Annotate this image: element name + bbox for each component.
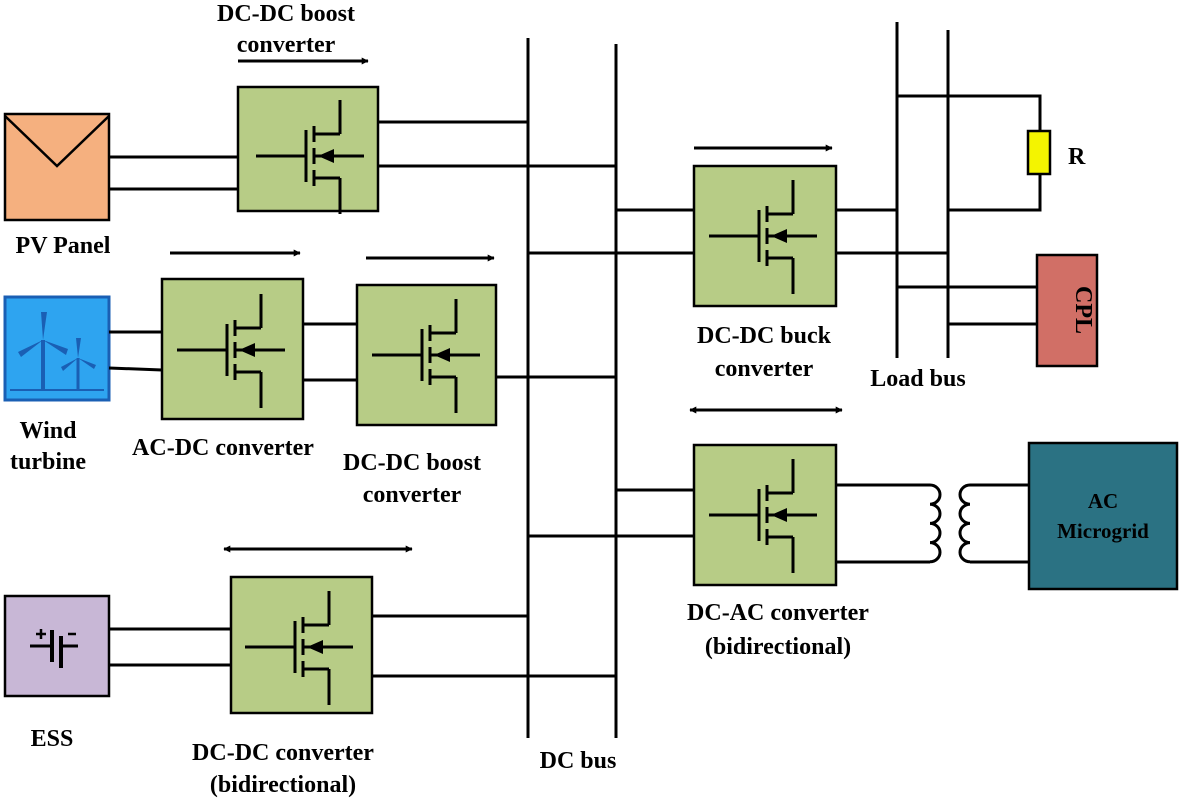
pv-panel — [3, 112, 111, 222]
dc-ac-converter — [692, 443, 838, 587]
transformer-primary-coil — [929, 483, 942, 564]
microgrid-label-line1: AC — [1088, 489, 1118, 513]
pv-boost-label-line2: converter — [237, 32, 336, 58]
pv-boost-label-line1: DC-DC boost — [217, 1, 355, 27]
turbine-small-icon — [61, 338, 96, 390]
dc-dc-buck-converter — [692, 164, 838, 308]
transformer-secondary-coil — [958, 483, 971, 564]
wind-boost-converter — [355, 283, 498, 427]
wind-turbine-label-line2: turbine — [10, 449, 86, 475]
cpl-load — [1035, 253, 1099, 368]
wind-boost-label-line1: DC-DC boost — [343, 450, 481, 476]
ess-label: ESS — [31, 726, 74, 752]
dc-ac-label-line2: (bidirectional) — [705, 634, 851, 660]
wind-turbine-label-line1: Wind — [20, 418, 78, 444]
wind-turbine — [3, 295, 111, 402]
dc-ac-label-line1: DC-AC converter — [687, 600, 869, 626]
ac-microgrid — [1027, 441, 1179, 591]
cpl-label: CPL — [1070, 286, 1096, 334]
microgrid-label-line2: Microgrid — [1057, 519, 1149, 543]
ac-dc-converter — [160, 277, 305, 421]
ess-converter-label-line1: DC-DC converter — [192, 740, 374, 766]
ess-bidirectional-converter — [229, 575, 374, 715]
pv-panel-label: PV Panel — [16, 233, 111, 259]
battery-icon — [30, 629, 78, 668]
ac-dc-label: AC-DC converter — [132, 435, 314, 461]
buck-label-line1: DC-DC buck — [697, 323, 832, 349]
pv-boost-converter — [236, 85, 380, 216]
ess-battery — [3, 594, 111, 698]
turbine-large-icon — [18, 312, 68, 390]
ess-converter-label-line2: (bidirectional) — [210, 772, 356, 798]
buck-label-line2: converter — [715, 356, 814, 382]
resistor-load — [1026, 129, 1052, 176]
load-bus-label: Load bus — [870, 366, 965, 392]
wind-boost-label-line2: converter — [363, 482, 462, 508]
resistor-label: R — [1068, 144, 1086, 170]
dc-bus-label: DC bus — [540, 748, 617, 774]
